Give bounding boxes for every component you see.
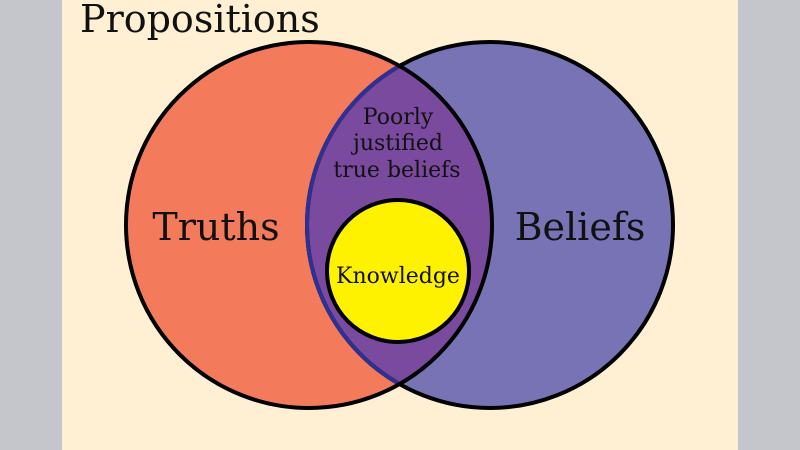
knowledge-circle: [325, 198, 471, 344]
intersection-label-line-1: Poorly: [363, 105, 434, 130]
intersection-border: [305, 42, 492, 408]
knowledge-label: Knowledge: [336, 264, 460, 289]
intersection-label-line-2: justified: [350, 131, 443, 156]
truths-label: Truths: [152, 205, 279, 249]
intersection-label-line-3: true beliefs: [333, 158, 460, 183]
title-propositions: Propositions: [80, 0, 320, 41]
beliefs-label: Beliefs: [515, 205, 646, 249]
truths-circle-border: [124, 40, 494, 410]
